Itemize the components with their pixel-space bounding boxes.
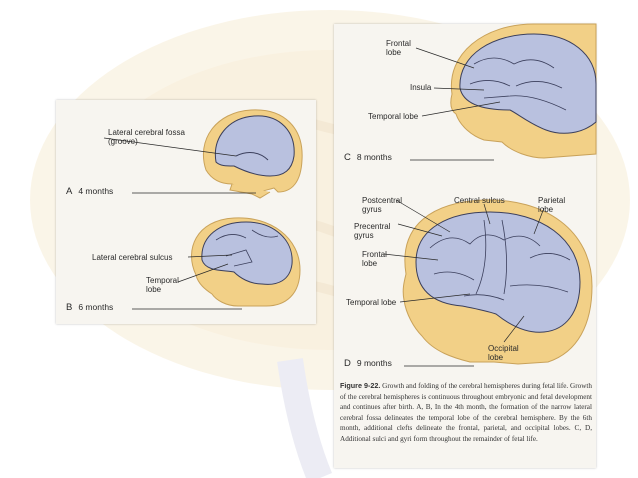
label-precentral-gyrus: Precentral gyrus (354, 222, 391, 240)
label-temporal-lobe-d: Temporal lobe (346, 298, 397, 307)
stage-b: B 6 months (66, 302, 113, 313)
label-insula: Insula (410, 83, 432, 92)
label-occipital-lobe: Occipital lobe (488, 344, 519, 362)
caption-text: Growth and folding of the cerebral hemis… (340, 382, 592, 443)
stage-c: C 8 months (344, 152, 392, 163)
label-central-sulcus: Central sulcus (454, 196, 505, 205)
label-postcentral-gyrus: Postcentral gyrus (362, 196, 403, 214)
fetal-brain-drawings-cd (383, 23, 597, 367)
head-4-months (202, 109, 303, 199)
stage-d: D 9 months (344, 358, 392, 369)
label-frontal-lobe-d: Frontal lobe (362, 250, 387, 268)
caption-title: Figure 9-22. (340, 381, 381, 390)
label-temporal-lobe-c: Temporal lobe (368, 112, 419, 121)
stage-d-label: 9 months (356, 358, 392, 368)
stage-a-label: 4 months (78, 186, 114, 196)
label-lateral-cerebral-fossa: Lateral cerebral fossa (groove) (108, 128, 185, 146)
label-parietal-lobe: Parietal lobe (538, 196, 566, 214)
head-9-months (402, 199, 593, 365)
label-frontal-lobe-c: Frontal lobe (386, 39, 411, 57)
head-8-months (450, 23, 597, 159)
fetal-brain-drawings-ab (103, 109, 303, 310)
label-temporal-lobe-b: Temporal lobe (146, 276, 179, 294)
stage-a-letter: A (66, 186, 73, 197)
label-lateral-cerebral-sulcus: Lateral cerebral sulcus (92, 253, 173, 262)
stage-d-letter: D (344, 358, 351, 369)
stage-c-letter: C (344, 152, 351, 163)
figure-panel-left: Lateral cerebral fossa (groove) A 4 month… (56, 100, 316, 324)
figure-caption: Figure 9-22. Growth and folding of the c… (340, 381, 592, 445)
stage-c-label: 8 months (356, 152, 392, 162)
stage-b-letter: B (66, 302, 73, 313)
figure-panel-right: Frontal lobe Insula Temporal lobe C 8 mon… (334, 23, 597, 468)
stage-b-label: 6 months (78, 302, 114, 312)
head-6-months (191, 217, 301, 307)
stage-a: A 4 months (66, 186, 113, 197)
